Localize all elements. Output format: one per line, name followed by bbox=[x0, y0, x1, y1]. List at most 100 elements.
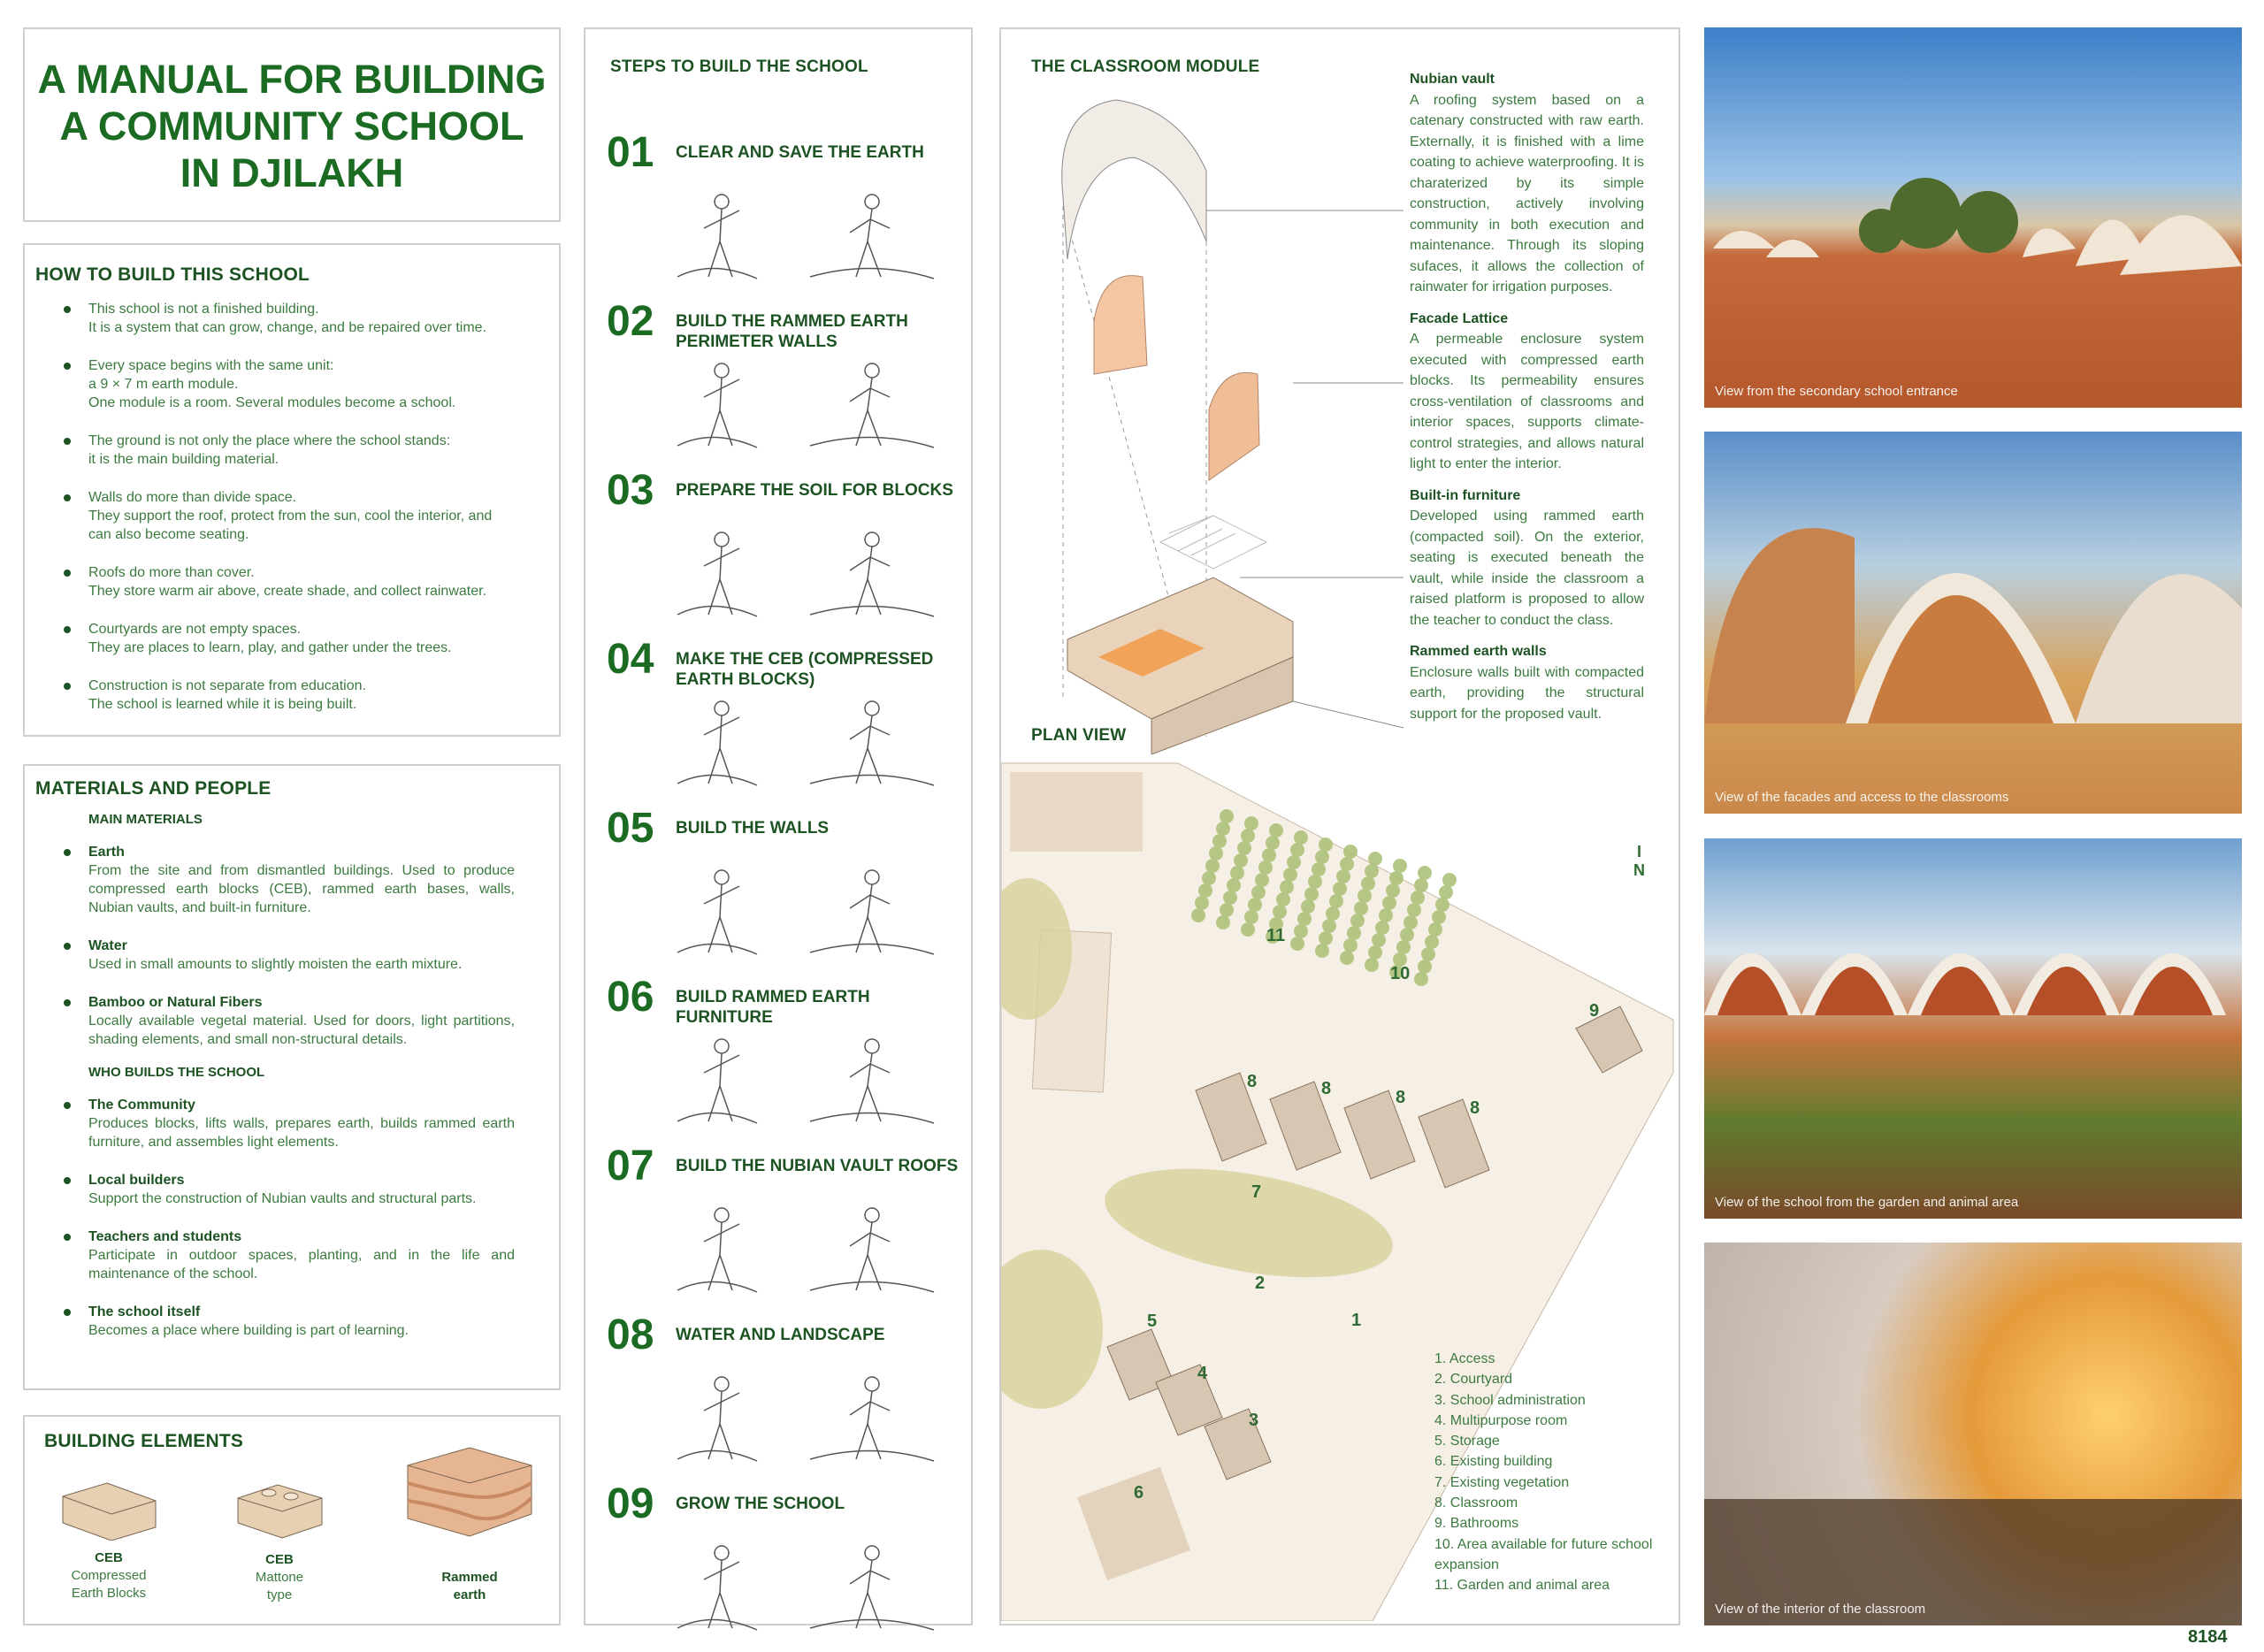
item-name: The Community bbox=[88, 1098, 195, 1113]
item-name: Bamboo or Natural Fibers bbox=[88, 995, 263, 1010]
title-box: A MANUAL FOR BUILDING A COMMUNITY SCHOOL… bbox=[23, 27, 561, 222]
step-label: WATER AND LANDSCAPE bbox=[676, 1326, 885, 1344]
render-secondary-entrance: View from the secondary school entrance bbox=[1704, 27, 2242, 408]
page-title: A MANUAL FOR BUILDING A COMMUNITY SCHOOL… bbox=[25, 56, 559, 196]
step-label: GROW THE SCHOOL bbox=[676, 1495, 845, 1513]
how-to-item: Walls do more than divide space.They sup… bbox=[58, 488, 515, 544]
part-text: A permeable enclosure system executed wi… bbox=[1410, 332, 1644, 471]
legend-item: 7. Existing vegetation bbox=[1434, 1474, 1570, 1490]
part-text: Developed using rammed earth (compacted … bbox=[1410, 509, 1644, 628]
how-to-list: This school is not a finished building. I… bbox=[58, 300, 515, 733]
step-number: 02 bbox=[607, 298, 654, 345]
how-to-line: a 9 × 7 m earth module. bbox=[88, 377, 239, 392]
section-heading: MATERIALS AND PEOPLE bbox=[35, 778, 272, 799]
plan-label: 2 bbox=[1255, 1273, 1266, 1293]
how-to-line: This school is not a finished building. bbox=[88, 302, 319, 317]
how-to-line: Construction is not separate from educat… bbox=[88, 678, 366, 693]
bricks-sketch-icon bbox=[677, 869, 935, 955]
digging-sketch-icon bbox=[677, 194, 935, 279]
how-to-section: HOW TO BUILD THIS SCHOOL This school is … bbox=[23, 243, 561, 737]
step-label: CLEAR AND SAVE THE EARTH bbox=[676, 143, 924, 162]
how-to-line: They store warm air above, create shade,… bbox=[88, 584, 486, 599]
item-text: Used in small amounts to slightly moiste… bbox=[88, 957, 463, 972]
item-text: Participate in outdoor spaces, planting,… bbox=[88, 1248, 515, 1281]
site-plan bbox=[1001, 762, 1674, 1621]
render-garden-view: View of the school from the garden and a… bbox=[1704, 838, 2242, 1219]
section-heading: HOW TO BUILD THIS SCHOOL bbox=[35, 264, 310, 285]
step-number: 07 bbox=[607, 1143, 654, 1189]
legend-item: 4. Multipurpose room bbox=[1434, 1412, 1568, 1428]
main-materials-heading: MAIN MATERIALS bbox=[88, 812, 203, 827]
item-name: The school itself bbox=[88, 1304, 201, 1319]
plan-view-heading: PLAN VIEW bbox=[1031, 726, 1127, 745]
part-name: Facade Lattice bbox=[1410, 310, 1509, 326]
section-heading: THE CLASSROOM MODULE bbox=[1031, 57, 1260, 76]
step-label: PREPARE THE SOIL FOR BLOCKS bbox=[676, 481, 953, 500]
part-name: Nubian vault bbox=[1410, 72, 1495, 87]
who-builds-heading: WHO BUILDS THE SCHOOL bbox=[88, 1065, 265, 1080]
step-number: 06 bbox=[607, 974, 654, 1021]
materials-section: MATERIALS AND PEOPLE MAIN MATERIALS Eart… bbox=[23, 764, 561, 1390]
step-label: BUILD THE RAMMED EARTH PERIMETER WALLS bbox=[676, 312, 908, 351]
module-part: Facade Lattice A permeable enclosure syst… bbox=[1410, 309, 1644, 475]
title-line: IN DJILAKH bbox=[180, 150, 404, 195]
page-number: 8184 bbox=[2188, 1627, 2228, 1647]
ceb-mattone-icon bbox=[237, 1484, 323, 1539]
plan-label: 11 bbox=[1266, 926, 1286, 945]
photo-caption: View of the interior of the classroom bbox=[1715, 1602, 1926, 1617]
item-text: Becomes a place where building is part o… bbox=[88, 1323, 409, 1338]
how-to-line: The ground is not only the place where t… bbox=[88, 433, 451, 448]
item-text: Produces blocks, lifts walls, prepares e… bbox=[88, 1116, 515, 1150]
plan-label: 1 bbox=[1351, 1311, 1362, 1330]
how-to-line: Roofs do more than cover. bbox=[88, 565, 255, 580]
section-heading: BUILDING ELEMENTS bbox=[44, 1431, 244, 1451]
part-name: Rammed earth walls bbox=[1410, 644, 1547, 659]
item-name: Teachers and students bbox=[88, 1229, 242, 1244]
how-to-line: It is a system that can grow, change, an… bbox=[88, 320, 487, 335]
exploded-axonometric-diagram bbox=[1061, 99, 1404, 754]
how-to-item: Roofs do more than cover. They store warm… bbox=[58, 563, 515, 600]
vault-sketch-icon bbox=[677, 1207, 935, 1293]
how-to-line: The school is learned while it is being … bbox=[88, 697, 357, 712]
plan-label: 8 bbox=[1321, 1079, 1332, 1098]
landscape-sketch-icon bbox=[677, 1376, 935, 1462]
how-to-line: it is the main building material. bbox=[88, 452, 279, 467]
step-label: BUILD RAMMED EARTH FURNITURE bbox=[676, 988, 870, 1027]
plan-label: 8 bbox=[1396, 1088, 1406, 1107]
classroom-module-section: THE CLASSROOM MODULE PLAN VIEW bbox=[999, 27, 1680, 1625]
item-text: Support the construction of Nubian vault… bbox=[88, 1191, 477, 1206]
wall-sketch-icon bbox=[677, 363, 935, 448]
plan-label: 9 bbox=[1589, 1001, 1600, 1021]
how-to-item: Every space begins with the same unit:a … bbox=[58, 356, 515, 412]
step-label: MAKE THE CEB (COMPRESSED EARTH BLOCKS) bbox=[676, 650, 934, 689]
legend-item: 9. Bathrooms bbox=[1434, 1516, 1519, 1532]
title-line: A MANUAL FOR BUILDING bbox=[37, 57, 547, 102]
plan-label: 5 bbox=[1147, 1312, 1158, 1331]
legend-item: 6. Existing building bbox=[1434, 1454, 1553, 1470]
render-facades-access: View of the facades and access to the cl… bbox=[1704, 432, 2242, 814]
step-number: 01 bbox=[607, 129, 654, 176]
legend-item: 11. Garden and animal area bbox=[1434, 1578, 1610, 1594]
legend-item: 8. Classroom bbox=[1434, 1495, 1518, 1511]
step-number: 09 bbox=[607, 1480, 654, 1527]
plan-label: 4 bbox=[1197, 1364, 1208, 1383]
part-name: Built-in furniture bbox=[1410, 487, 1521, 503]
how-to-line: They support the roof, protect from the … bbox=[88, 509, 493, 542]
photo-caption: View of the school from the garden and a… bbox=[1715, 1195, 2019, 1210]
school-sketch-icon bbox=[677, 1545, 935, 1631]
